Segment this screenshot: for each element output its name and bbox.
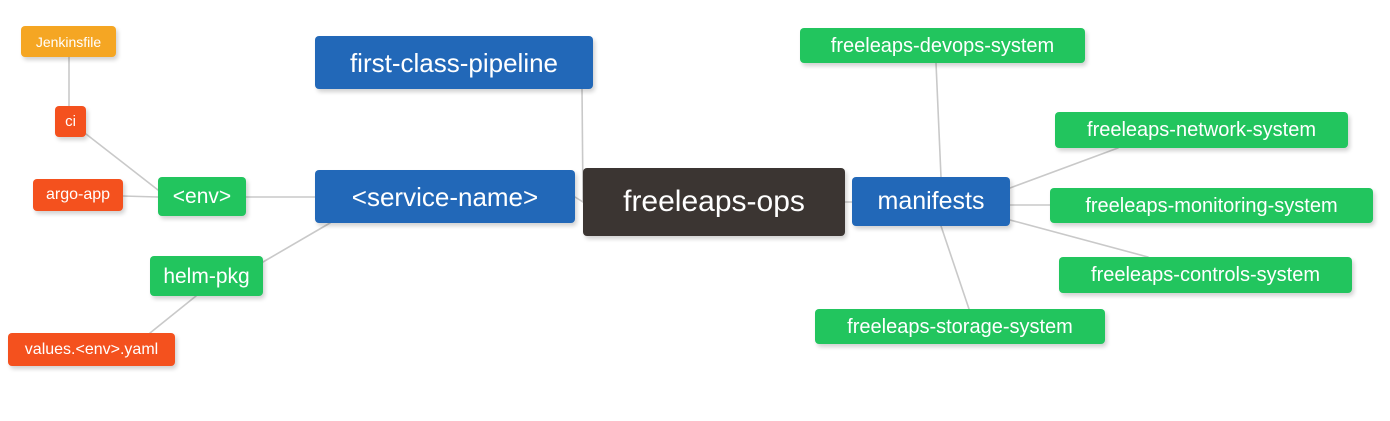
mindmap-node-label: freeleaps-monitoring-system [1085,194,1338,217]
mindmap-edge [1009,219,1149,258]
mindmap-node-argo-app[interactable]: argo-app [33,179,123,211]
mindmap-node-helm-pkg[interactable]: helm-pkg [150,256,263,296]
mindmap-node-label: argo-app [45,186,111,203]
mindmap-edge [940,225,970,310]
mindmap-node-storage-system[interactable]: freeleaps-storage-system [815,309,1105,344]
mindmap-node-network-system[interactable]: freeleaps-network-system [1055,112,1348,148]
mindmap-node-values-yaml[interactable]: values.<env>.yaml [8,333,175,366]
mindmap-node-label: freeleaps-controls-system [1091,264,1320,286]
mindmap-edge [149,295,197,334]
mindmap-edge [574,196,584,203]
mindmap-node-monitoring-system[interactable]: freeleaps-monitoring-system [1050,188,1373,223]
mindmap-node-label: Jenkinsfile [35,33,102,50]
mindmap-edge [262,222,331,263]
mindmap-node-ci[interactable]: ci [55,106,86,137]
mindmap-node-root[interactable]: freeleaps-ops [583,168,845,236]
mindmap-node-first-class-pipeline[interactable]: first-class-pipeline [315,36,593,89]
mindmap-node-devops-system[interactable]: freeleaps-devops-system [800,28,1085,63]
mindmap-edge [122,195,159,198]
mindmap-node-label: helm-pkg [163,264,250,288]
mindmap-edge [935,62,942,178]
mindmap-node-manifests[interactable]: manifests [852,177,1010,226]
mindmap-node-label: freeleaps-storage-system [847,315,1073,338]
mindmap-node-jenkinsfile[interactable]: Jenkinsfile [21,26,116,57]
mindmap-node-label: <service-name> [351,181,539,212]
mindmap-node-label: <env> [172,185,232,208]
mindmap-node-label: freeleaps-ops [623,185,805,218]
mindmap-node-service-name[interactable]: <service-name> [315,170,575,223]
mindmap-node-label: manifests [877,187,985,215]
mindmap-node-controls-system[interactable]: freeleaps-controls-system [1059,257,1352,293]
mindmap-node-label: first-class-pipeline [349,47,559,78]
mindmap-node-label: freeleaps-devops-system [830,34,1055,57]
mindmap-edge [1009,147,1119,189]
mindmap-node-env[interactable]: <env> [158,177,246,216]
mindmap-node-label: ci [65,113,76,130]
mindmap-node-label: freeleaps-network-system [1087,119,1316,141]
mindmap-node-label: values.<env>.yaml [24,340,159,358]
